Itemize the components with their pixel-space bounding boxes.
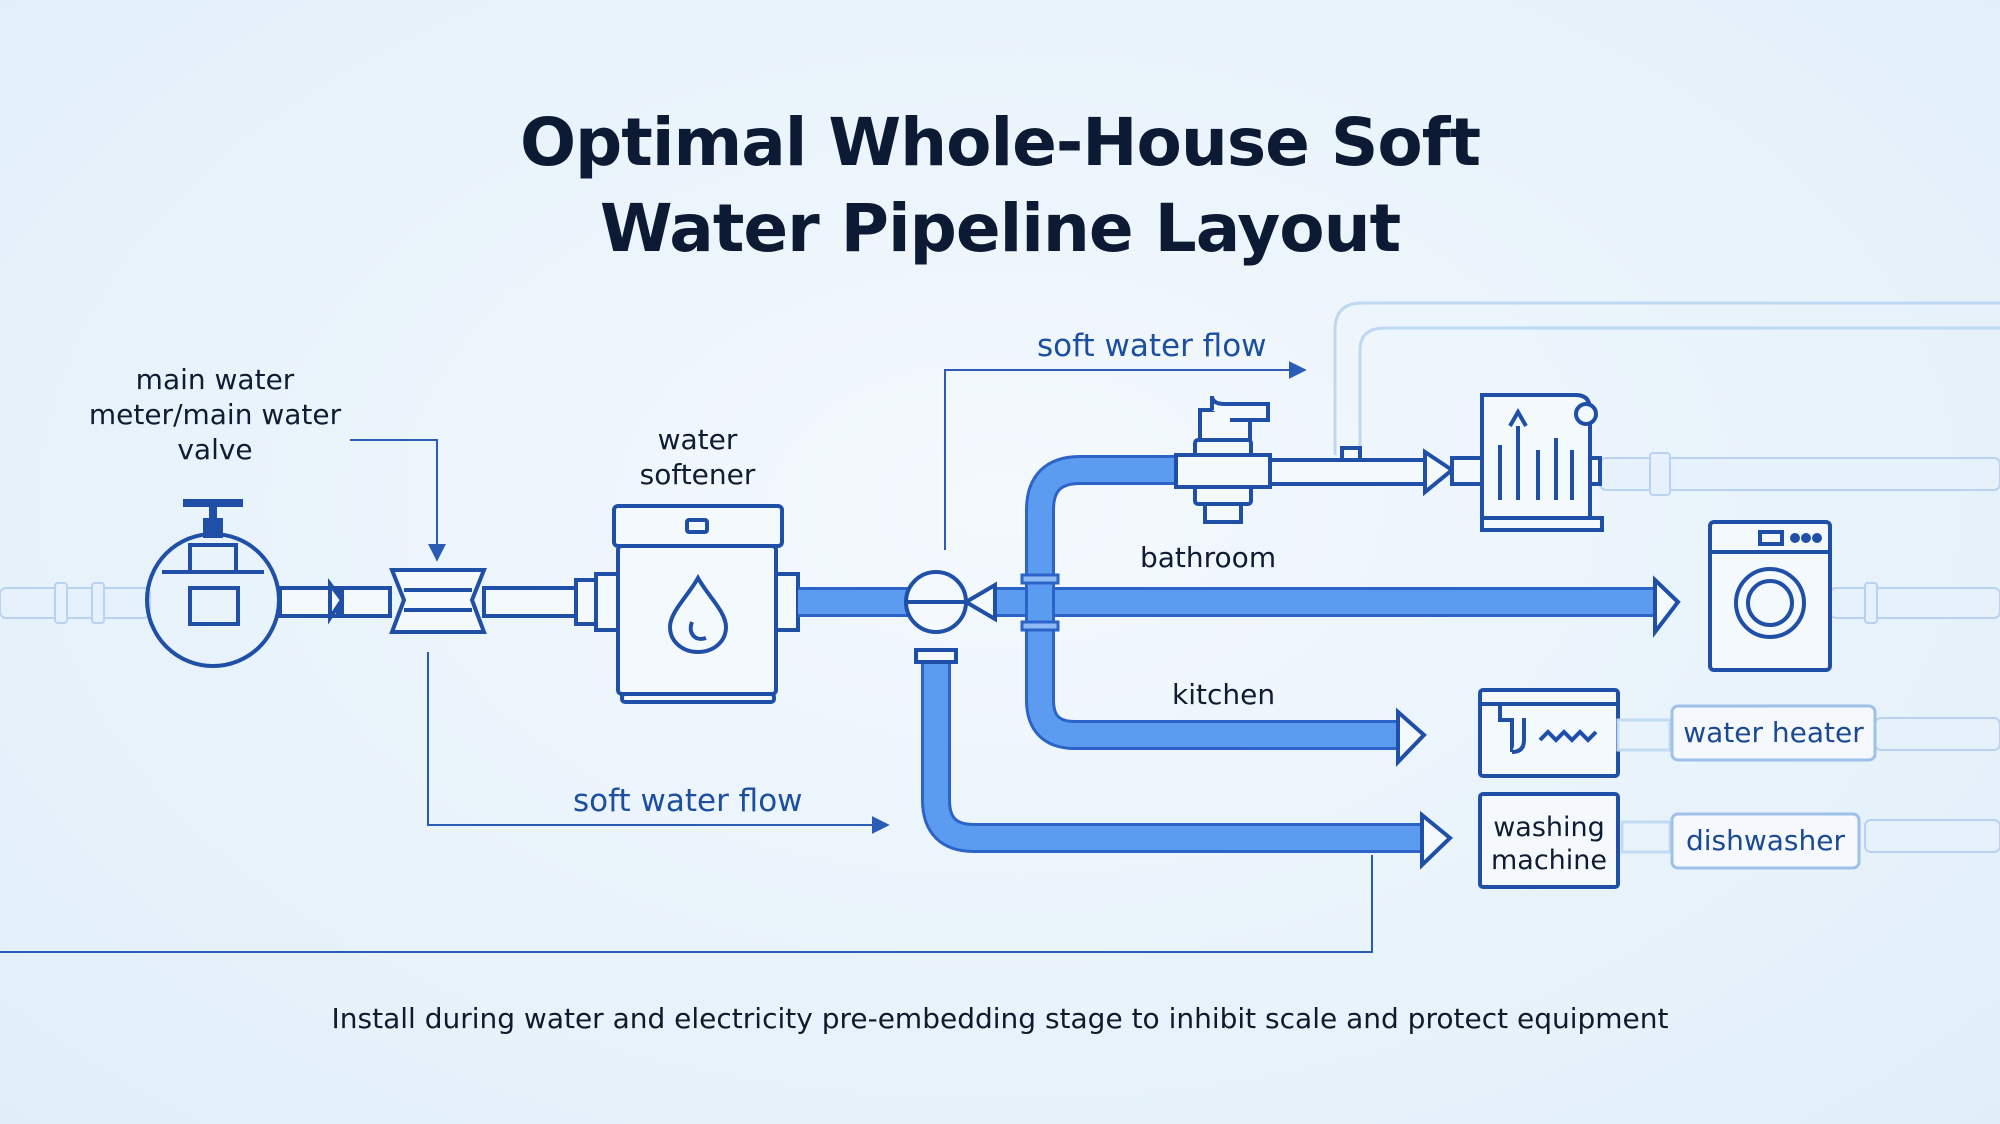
kitchen-label: kitchen xyxy=(1172,678,1276,711)
water-heater-label: water heater xyxy=(1683,716,1864,749)
bathroom-fixture-icon xyxy=(1174,395,1456,524)
footer-note: Install during water and electricity pre… xyxy=(331,1002,1669,1035)
diagram-title: Optimal Whole-House Soft Water Pipeline … xyxy=(500,100,1500,272)
annotation-lines xyxy=(0,361,1373,953)
filter-icon xyxy=(389,568,487,634)
main-meter-label-line-3: valve xyxy=(177,433,253,466)
washing-machine-label-line-2: machine xyxy=(1490,845,1608,876)
title-line-2: Water Pipeline Layout xyxy=(599,190,1401,267)
soft-water-flow-label-top: soft water flow xyxy=(1037,328,1267,364)
main-meter-label-line-2: meter/main water xyxy=(88,398,342,431)
main-meter-label-line-1: main water xyxy=(135,363,295,396)
bathroom-label: bathroom xyxy=(1140,541,1277,574)
main-meter-label: main water meter/main water valve xyxy=(70,362,360,467)
filter-to-softener-pipe xyxy=(482,578,598,626)
title-line-1: Optimal Whole-House Soft xyxy=(519,104,1481,181)
soft-water-flow-label-bottom: soft water flow xyxy=(573,783,803,819)
washing-machine-icon xyxy=(1653,520,1832,672)
water-softener-icon xyxy=(594,504,800,704)
washing-machine-label-line-1: washing xyxy=(1493,812,1605,843)
labelled-boxes xyxy=(1478,704,1877,889)
bathroom-display-icon xyxy=(1450,393,1604,532)
kitchen-sink-icon xyxy=(1396,688,1620,778)
water-softener-label-line-1: water xyxy=(657,423,738,456)
pipe-joints xyxy=(1020,573,1060,632)
junction-icon xyxy=(904,570,997,664)
background-pipes xyxy=(0,301,2000,853)
dishwasher-label: dishwasher xyxy=(1685,824,1846,857)
inlet-pipe xyxy=(278,578,392,625)
washing-machine-label: washing machine xyxy=(1480,811,1618,877)
main-valve-icon xyxy=(145,499,281,668)
water-softener-label-line-2: softener xyxy=(639,458,756,491)
faint-right-pipes xyxy=(1616,718,1672,854)
washing-branch-arrow xyxy=(1420,810,1454,870)
water-softener-label: water softener xyxy=(600,422,795,492)
soft-water-pipes xyxy=(798,455,1660,853)
